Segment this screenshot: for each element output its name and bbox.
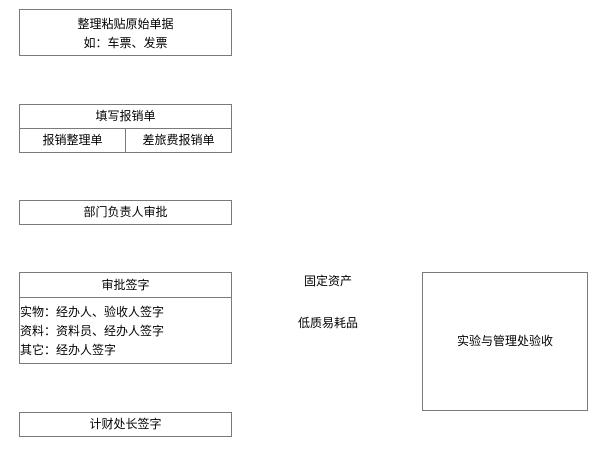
lab-management-acceptance-title: 实验与管理处验收 (456, 334, 553, 348)
step-organize-receipts-title: 整理粘贴原始单据 (77, 17, 174, 31)
lab-management-acceptance-box: 实验与管理处验收 (422, 272, 588, 411)
signature-rule-materials: 资料：资料员、经办人签字 (20, 324, 165, 338)
step-approval-signature-divider (20, 297, 231, 298)
step-dept-approval-title: 部门负责人审批 (83, 205, 168, 219)
label-low-value-consumables: 低质易耗品 (297, 316, 358, 330)
step-fill-form-title: 填写报销单 (95, 109, 156, 123)
step-finance-director-box: 计财处长签字 (19, 412, 232, 437)
step-organize-receipts-box: 整理粘贴原始单据 如：车票、发票 (19, 9, 232, 56)
signature-rule-goods: 实物：经办人、验收人签字 (20, 305, 165, 319)
step-dept-approval-box: 部门负责人审批 (19, 200, 232, 225)
step-fill-form-column-divider (125, 128, 126, 152)
step-organize-receipts-example: 如：车票、发票 (83, 36, 168, 50)
form-option-expense-sheet: 报销整理单 (42, 133, 103, 147)
signature-rule-other: 其它：经办人签字 (20, 343, 117, 357)
form-option-travel-expense: 差旅费报销单 (142, 133, 215, 147)
step-approval-signature-box: 审批签字 实物：经办人、验收人签字 资料：资料员、经办人签字 其它：经办人签字 (19, 272, 232, 364)
label-fixed-assets: 固定资产 (303, 274, 352, 288)
step-approval-signature-title: 审批签字 (101, 278, 150, 292)
step-fill-form-box: 填写报销单 报销整理单 差旅费报销单 (19, 104, 232, 153)
step-finance-director-title: 计财处长签字 (89, 417, 162, 431)
